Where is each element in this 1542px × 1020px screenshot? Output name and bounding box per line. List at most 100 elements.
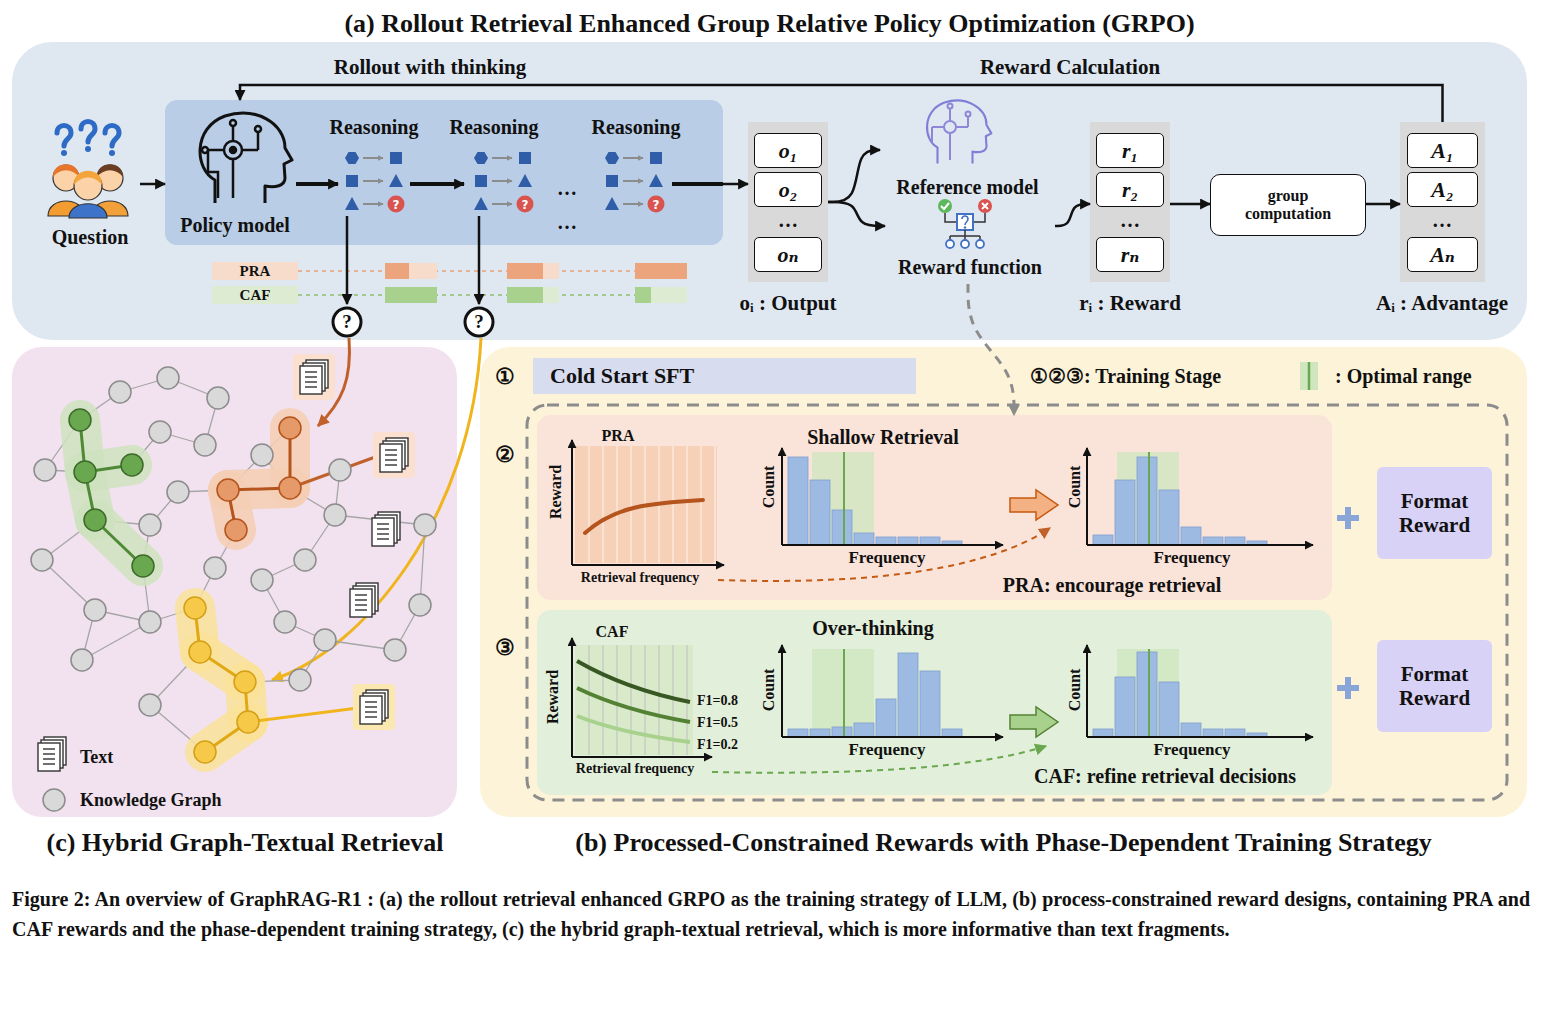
drawing-part	[1086, 645, 1088, 737]
label-text: Count	[760, 466, 777, 509]
drawing-part	[365, 706, 377, 707]
legend-text: : Optimal range	[1335, 365, 1472, 387]
node-text: o₂	[779, 177, 798, 202]
drawing-part	[1115, 677, 1135, 737]
label-slot: F1=0.8	[697, 691, 738, 709]
label-text: Reward Calculation	[980, 55, 1160, 79]
label-text: Retrieval frequency	[576, 761, 694, 776]
drawing-part	[385, 449, 397, 450]
label-slot: Reasoning	[592, 116, 681, 139]
drawing-part	[57, 126, 71, 157]
text-slot: Aₙ	[1408, 238, 1477, 271]
drawing-part	[293, 354, 335, 400]
node-text: A₁	[1431, 138, 1453, 163]
node-text: A₂	[1431, 177, 1453, 202]
drawing-part	[34, 459, 56, 481]
label-text: ②	[495, 442, 515, 467]
text-slot: o₁	[755, 134, 821, 167]
label-text: Rollout with thinking	[334, 55, 527, 79]
text-slot: r₁	[1097, 134, 1163, 167]
label-slot: …	[1432, 209, 1452, 232]
drawing-part	[300, 366, 322, 394]
drawing-part	[577, 716, 690, 742]
label-slot: Retrieval frequency	[581, 568, 699, 586]
label-slot: …	[1120, 209, 1140, 232]
drawing-part	[132, 555, 154, 577]
drawing-part	[577, 688, 690, 722]
drawing-part	[373, 432, 415, 478]
drawing-part	[355, 594, 367, 595]
drawing-part	[184, 597, 206, 619]
drawing-part	[898, 537, 918, 545]
label-text: Frequency	[1153, 548, 1230, 567]
drawing-part	[157, 367, 179, 389]
node-text: r₁	[1122, 138, 1138, 163]
drawing-part	[139, 694, 161, 716]
legend-slot: : Optimal range	[1335, 365, 1472, 388]
label-slot: Retrieval frequency	[576, 759, 694, 777]
label-slot: Frequency	[1153, 740, 1230, 760]
drawing-part	[617, 446, 618, 563]
node-text: PRA: encourage retrieval	[1003, 574, 1221, 597]
drawing-part	[966, 112, 971, 117]
drawing-part	[1115, 480, 1135, 545]
drawing-part	[202, 120, 261, 198]
drawing-part	[854, 533, 874, 545]
drawing-part	[964, 226, 966, 228]
label-text: Reasoning	[592, 116, 681, 138]
drawing-part	[673, 446, 674, 563]
drawing-part	[202, 147, 208, 153]
drawing-part	[876, 699, 896, 737]
drawing-part	[298, 294, 690, 296]
drawing-part	[1308, 362, 1311, 390]
label-text: ?	[474, 311, 484, 332]
drawing-part	[167, 481, 189, 503]
node-text: r₂	[1122, 177, 1138, 202]
label-slot: …	[778, 209, 798, 232]
drawing-part	[1181, 527, 1201, 545]
reasoning-steps	[296, 152, 723, 213]
label-text: Reward	[547, 465, 564, 519]
label-slot: PRA	[602, 427, 635, 445]
value-box: oₙ	[754, 237, 822, 272]
drawing-part	[1225, 537, 1245, 545]
label-text: CAF	[240, 287, 271, 303]
text-slot: A₁	[1408, 134, 1477, 167]
label-slot: ③	[495, 635, 515, 660]
label-slot: ②	[495, 442, 515, 467]
flow-arrow	[140, 183, 165, 186]
drawing-part	[43, 758, 55, 759]
label-slot: Reasoning	[450, 116, 539, 139]
drawing-part	[105, 126, 119, 157]
label-text: Reasoning	[450, 116, 539, 138]
node-text: CAF: refine retrieval decisions	[1034, 765, 1296, 788]
drawing-part	[944, 121, 956, 133]
drawing-part	[957, 214, 973, 230]
drawing-part	[410, 182, 464, 186]
label-text: Over-thinking	[812, 617, 934, 639]
drawing-part	[294, 549, 316, 571]
drawing-part	[635, 287, 651, 303]
drawing-part	[810, 729, 830, 737]
node-text: Policy model	[180, 214, 289, 237]
drawing-part	[782, 736, 1003, 738]
drawing-part	[373, 432, 415, 478]
drawing-part	[355, 604, 367, 605]
text-slot: (b) Processed-Constrained Rewards with P…	[480, 826, 1527, 860]
drawing-part	[204, 557, 226, 579]
flow-arrow	[240, 85, 1443, 122]
drawing-part	[290, 456, 378, 488]
drawing-part	[1337, 507, 1359, 529]
drawing-part	[571, 638, 573, 757]
drawing-part	[324, 504, 346, 526]
drawing-part	[149, 421, 171, 443]
drawing-part	[1010, 707, 1058, 737]
drawing-part	[1137, 457, 1157, 545]
reward-charts	[572, 440, 1313, 757]
drawing-part	[53, 164, 79, 177]
drawing-part	[274, 611, 296, 633]
drawing-part	[414, 514, 436, 536]
drawing-part	[248, 708, 358, 722]
drawing-part	[84, 509, 106, 531]
text-slot: Policy model	[165, 210, 305, 241]
